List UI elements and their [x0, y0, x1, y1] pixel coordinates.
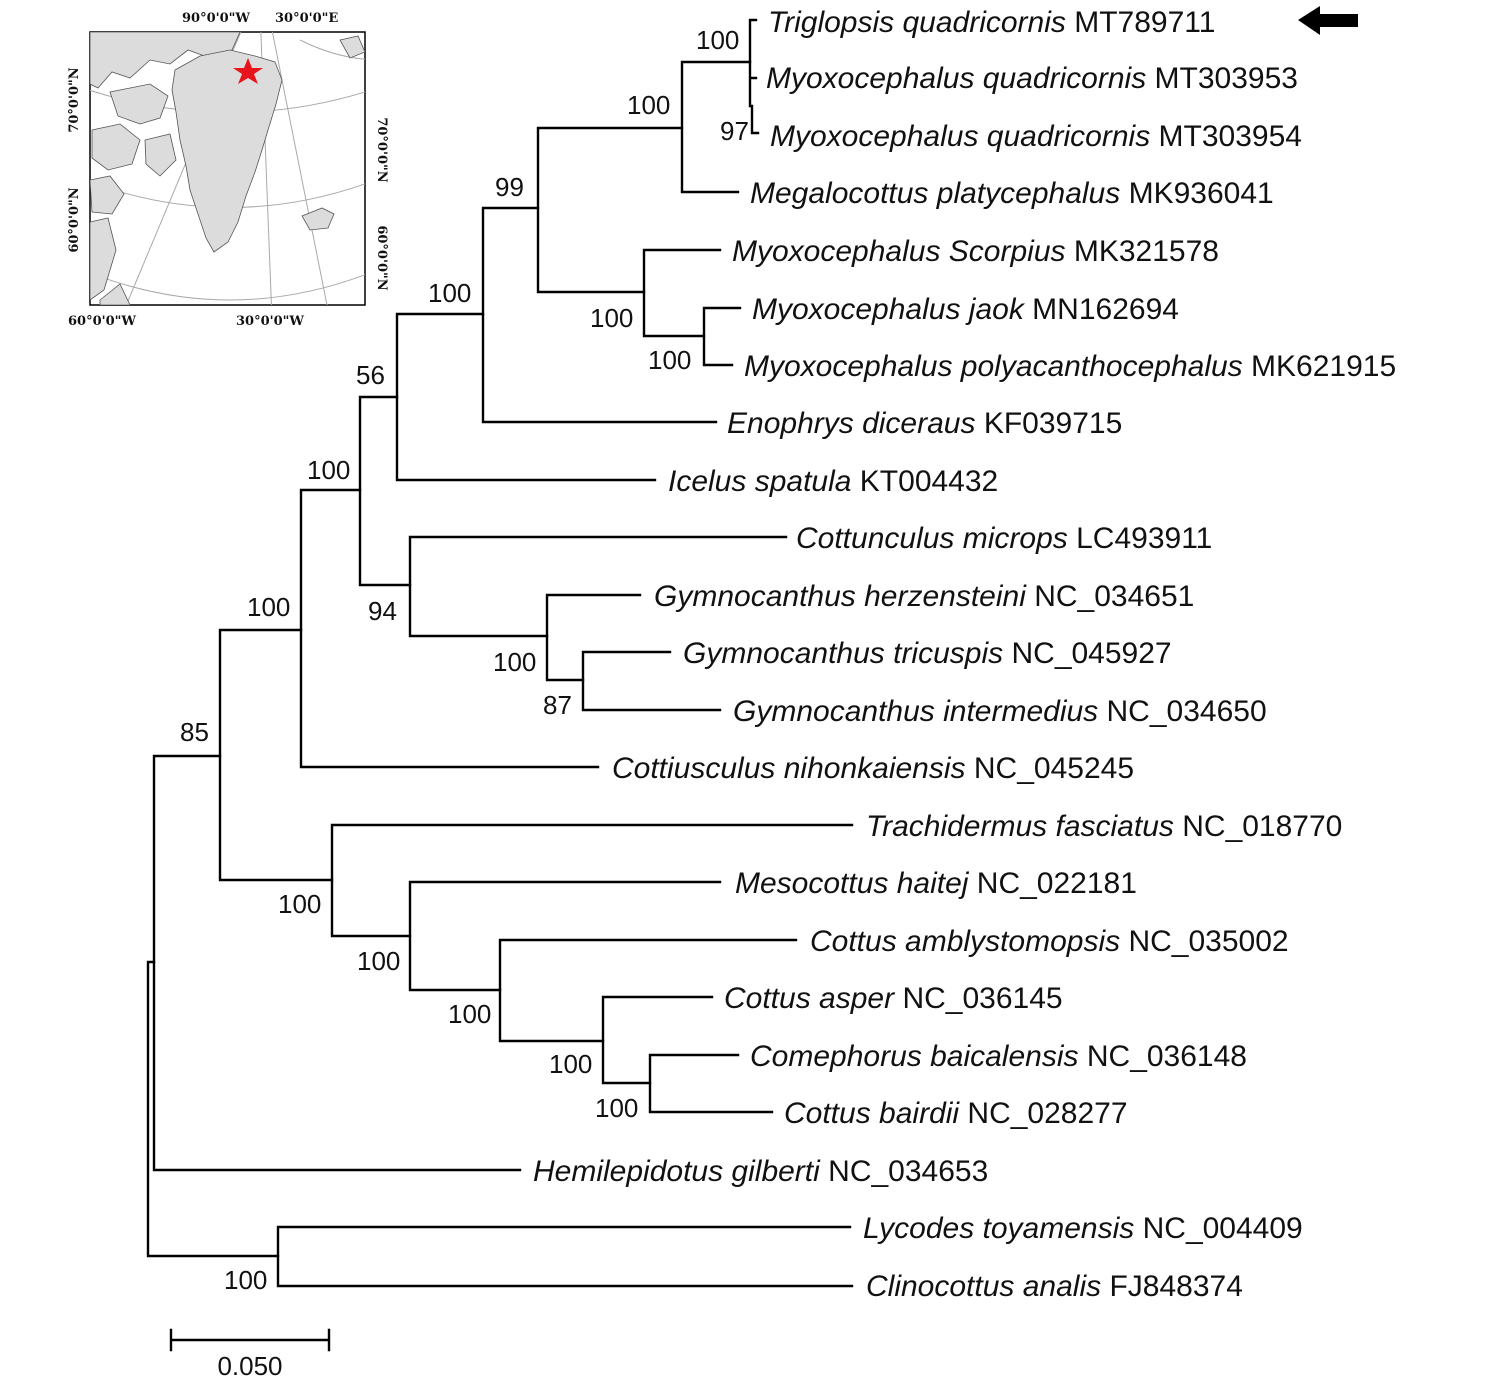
branch-node-100-a: [395, 312, 657, 482]
bootstrap-value: 100: [648, 345, 691, 375]
taxon-label: Cottiusculus nihonkaiensis NC_045245: [612, 752, 1134, 785]
bootstrap-value: 87: [543, 690, 572, 720]
inset-map: 90°0'0"W 30°0'0"E 60°0'0"W 30°0'0"W 70°0…: [67, 11, 389, 329]
map-bottom-label-1: 60°0'0"W: [68, 314, 136, 329]
taxon-label: Cottus amblystomopsis NC_035002: [810, 925, 1289, 958]
taxon-label: Hemilepidotus gilberti NC_034653: [533, 1155, 988, 1188]
taxon-label: Myoxocephalus jaok MN162694: [752, 293, 1179, 326]
branch-node-100-outgroup: [276, 1225, 854, 1288]
branch-node-56: [358, 395, 412, 587]
branch-node-85: [152, 754, 522, 1172]
bootstrap-value: 100: [696, 25, 739, 55]
branch-node-99: [481, 206, 718, 424]
map-land: [90, 32, 365, 305]
bootstrap-value: 94: [368, 596, 397, 626]
bootstrap-value: 100: [428, 278, 471, 308]
taxon-label: Mesocottus haitej NC_022181: [735, 867, 1137, 900]
bootstrap-value: 100: [357, 946, 400, 976]
map-left-label-2: 60°0'0"N: [67, 187, 82, 252]
map-right-label-1: 70°0'0"N: [374, 117, 389, 182]
branch-node-87: [581, 650, 722, 712]
taxon-label: Trachidermus fasciatus NC_018770: [866, 810, 1342, 843]
bootstrap-value: 100: [224, 1265, 267, 1295]
branch-node-100-f: [702, 306, 742, 367]
map-bottom-label-2: 30°0'0"W: [236, 314, 304, 329]
taxon-label: Gymnocanthus tricuspis NC_045927: [683, 637, 1172, 670]
branch-node-100-upper: [299, 488, 600, 769]
branch-node-100-h: [330, 823, 854, 938]
scale-bar-label: 0.050: [217, 1351, 282, 1380]
highlight-arrow-icon: [1298, 6, 1358, 35]
branch-node-100-main: [218, 628, 334, 882]
taxon-label: Cottunculus microps LC493911: [796, 522, 1212, 555]
bootstrap-value: 100: [307, 455, 350, 485]
taxon-label: Icelus spatula KT004432: [668, 465, 998, 498]
map-left-label-1: 70°0'0"N: [67, 67, 82, 132]
branch-node-100-e: [642, 248, 722, 338]
branch-node-100-j: [498, 938, 798, 1043]
map-right-label-2: 60°0'0"N: [374, 225, 389, 290]
bootstrap-value: 100: [595, 1093, 638, 1123]
branch-node-100-g: [545, 593, 642, 682]
bootstrap-value: 100: [627, 90, 670, 120]
bootstrap-value: 100: [278, 889, 321, 919]
branch-node-100-i: [408, 880, 722, 992]
bootstrap-value: 97: [720, 116, 749, 146]
bootstrap-value: 100: [590, 303, 633, 333]
taxon-label: Clinocottus analis FJ848374: [866, 1270, 1243, 1303]
bootstrap-value: 100: [549, 1049, 592, 1079]
taxon-label: Cottus asper NC_036145: [724, 982, 1063, 1015]
scale-bar-line: [169, 1328, 331, 1352]
bootstrap-value: 100: [448, 999, 491, 1029]
study-site-star-icon: [233, 58, 263, 84]
taxon-label: Cottus bairdii NC_028277: [784, 1097, 1128, 1130]
bootstrap-value: 100: [493, 647, 536, 677]
taxon-label: Comephorus baicalensis NC_036148: [750, 1040, 1247, 1073]
branch-node-100-b: [536, 126, 684, 294]
taxon-label: Megalocottus platycephalus MK936041: [750, 177, 1274, 210]
bootstrap-value: 85: [180, 717, 209, 747]
taxon-label: Enophrys diceraus KF039715: [727, 407, 1122, 440]
branch-node-100-k: [601, 995, 714, 1085]
branch-node-100-d: [748, 18, 760, 135]
branch-node-100-l: [648, 1053, 774, 1114]
map-top-label-1: 90°0'0"W: [182, 11, 250, 26]
map-top-label-2: 30°0'0"E: [275, 11, 338, 26]
branch-node-100-c: [680, 60, 752, 194]
taxon-label: Myoxocephalus polyacanthocephalus MK6219…: [744, 350, 1396, 383]
taxon-label: Myoxocephalus Scorpius MK321578: [732, 235, 1219, 268]
taxon-label: Myoxocephalus quadricornis MT303954: [770, 120, 1302, 153]
bootstrap-values: 100 100 97 99 100 100 100 56 100 94 100 …: [180, 25, 749, 1295]
branch-node-94: [408, 535, 788, 638]
bootstrap-value: 56: [356, 360, 385, 390]
taxon-label: Gymnocanthus herzensteini NC_034651: [654, 580, 1194, 613]
branch-root: [146, 960, 280, 1258]
bootstrap-value: 99: [495, 172, 524, 202]
tree-branches: [146, 18, 854, 1288]
scale-bar: 0.050: [169, 1328, 331, 1380]
taxon-labels: Triglopsis quadricornis MT789711 Myoxoce…: [533, 6, 1396, 1303]
taxon-label: Gymnocanthus intermedius NC_034650: [733, 695, 1267, 728]
bootstrap-value: 100: [247, 592, 290, 622]
taxon-label: Triglopsis quadricornis MT789711: [768, 6, 1215, 39]
taxon-label: Lycodes toyamensis NC_004409: [863, 1212, 1303, 1245]
taxon-label: Myoxocephalus quadricornis MT303953: [766, 62, 1298, 95]
